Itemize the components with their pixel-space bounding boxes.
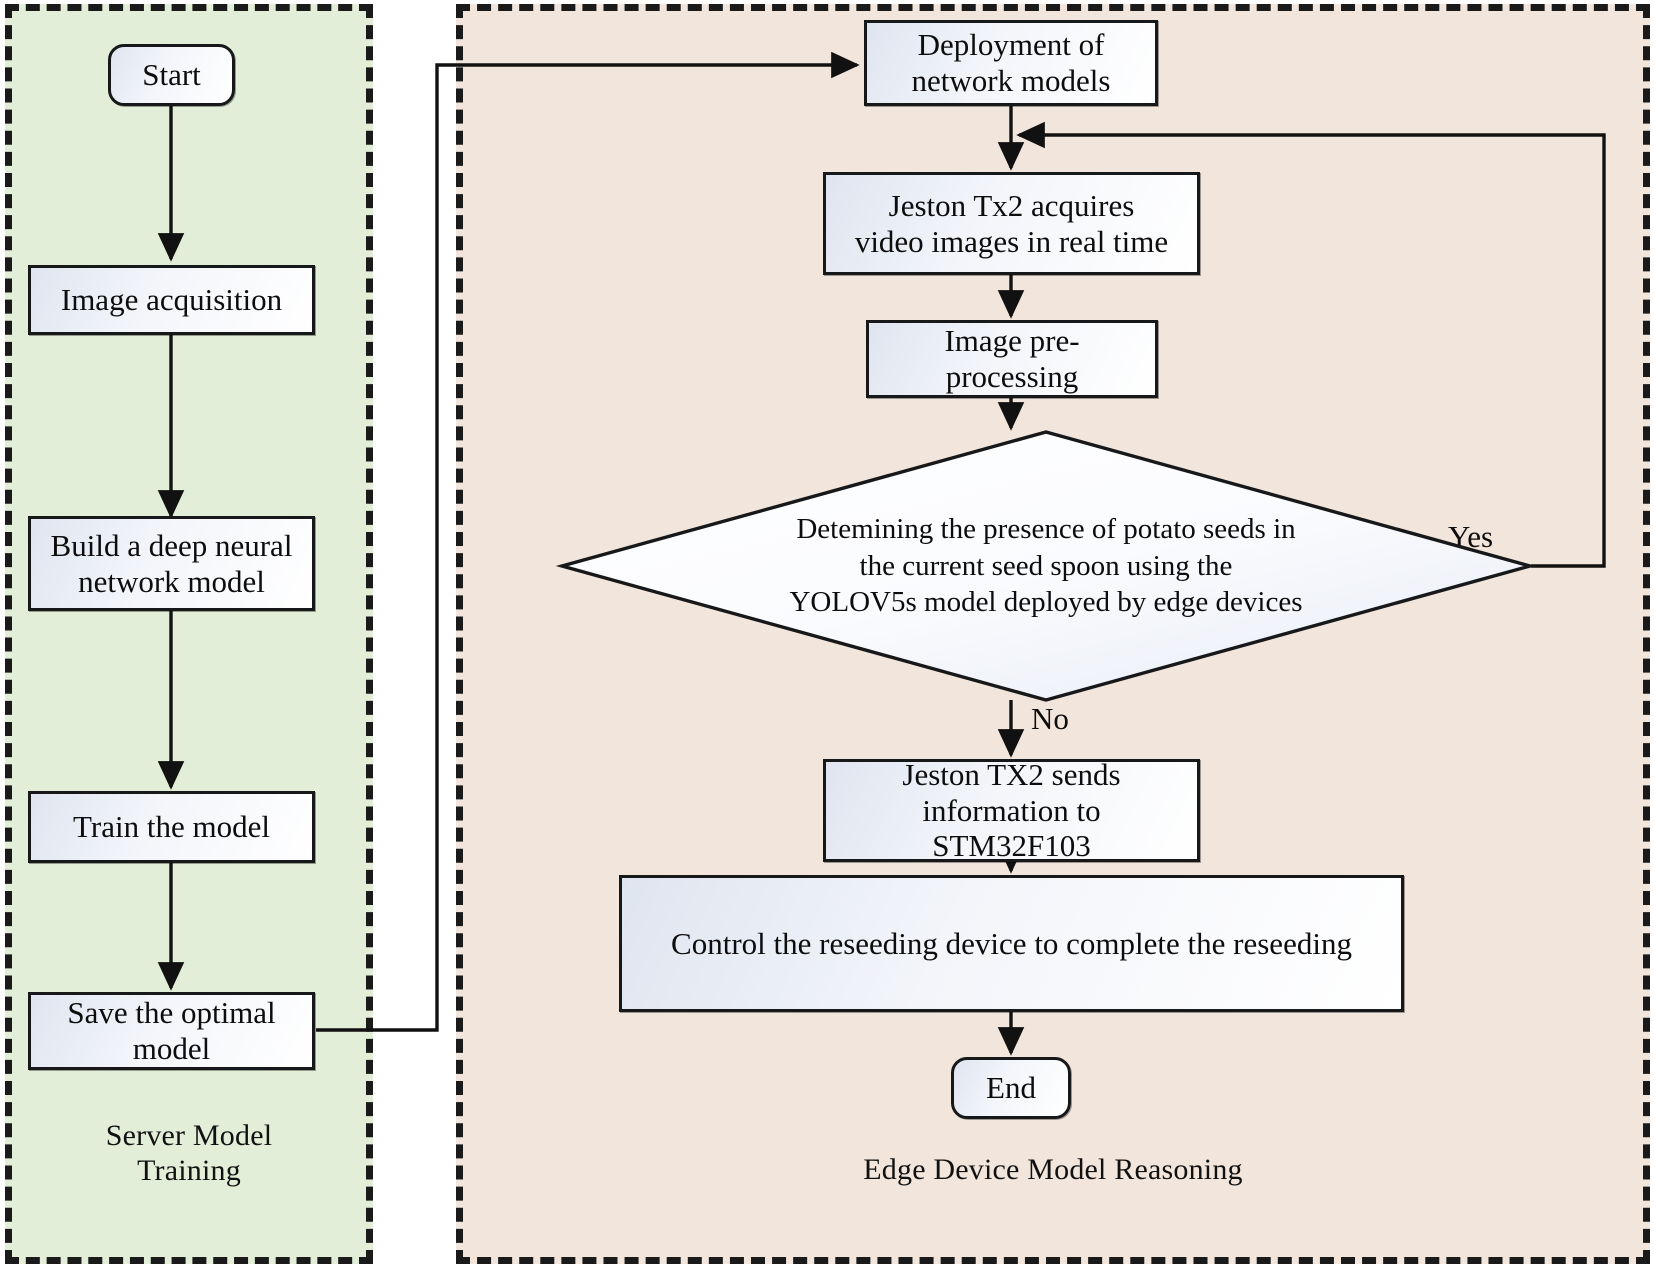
- node-build-deep-neural-network-model[interactable]: Build a deep neural network model: [28, 516, 315, 611]
- node-jeston-tx2-sends-information[interactable]: Jeston TX2 sends information to STM32F10…: [823, 757, 1200, 863]
- node-deployment-of-network-models[interactable]: Deployment of network models: [864, 20, 1158, 106]
- node-image-acquisition[interactable]: Image acquisition: [28, 265, 315, 335]
- server-panel-caption: Server Model Training: [105, 1119, 273, 1188]
- node-jeston-tx2-acquires-video-images[interactable]: Jeston Tx2 acquires video images in real…: [823, 172, 1200, 275]
- node-start[interactable]: Start: [108, 44, 235, 106]
- node-control-the-reseeding-device[interactable]: Control the reseeding device to complete…: [619, 875, 1404, 1012]
- node-save-the-optimal-model[interactable]: Save the optimal model: [28, 992, 315, 1070]
- node-decision-potato-seed-presence[interactable]: Detemining the presence of potato seeds …: [555, 430, 1537, 702]
- edge-panel-caption: Edge Device Model Reasoning: [863, 1153, 1243, 1186]
- node-train-the-model[interactable]: Train the model: [28, 791, 315, 863]
- branch-label-no: No: [1031, 701, 1069, 736]
- server-model-training-panel: [5, 4, 373, 1264]
- node-image-pre-processing[interactable]: Image pre- processing: [866, 320, 1158, 398]
- node-end[interactable]: End: [951, 1057, 1071, 1119]
